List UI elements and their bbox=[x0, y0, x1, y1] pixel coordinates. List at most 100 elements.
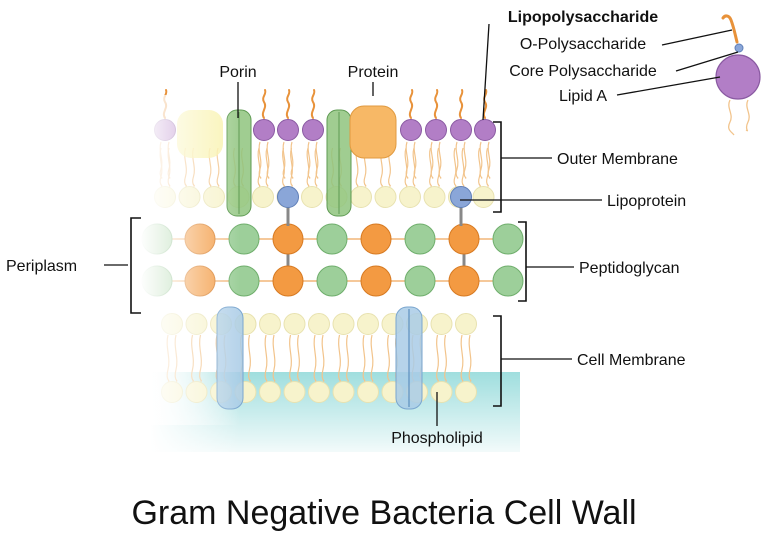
phospholipid-head bbox=[455, 313, 477, 335]
lipid-tail bbox=[362, 334, 366, 382]
lipid-tail bbox=[437, 147, 440, 187]
lipid-tail bbox=[355, 147, 359, 187]
lipoprotein bbox=[277, 186, 299, 208]
lipid-a-head bbox=[450, 119, 472, 141]
o-polysaccharide-chain bbox=[261, 89, 267, 119]
lipid-a-leader bbox=[616, 76, 721, 96]
o-polysaccharide-chain bbox=[433, 89, 439, 119]
lipid-tail bbox=[453, 147, 457, 187]
lipid-tail bbox=[306, 147, 310, 187]
nag-subunit bbox=[316, 265, 348, 297]
lipid-tail bbox=[438, 141, 442, 179]
phospholipid-head bbox=[308, 313, 330, 335]
phospholipid-head bbox=[472, 186, 495, 208]
peptidoglycan-layer bbox=[141, 186, 524, 297]
lipid-a-head bbox=[425, 119, 447, 141]
lps-leader bbox=[482, 23, 490, 121]
lipoprotein-label: Lipoprotein bbox=[607, 193, 686, 210]
cell-membrane-bracket bbox=[493, 315, 502, 407]
o-polysaccharide-leader bbox=[661, 29, 733, 46]
lipid-tail bbox=[297, 334, 300, 382]
lipid-tail bbox=[282, 141, 286, 179]
nag-subunit bbox=[492, 223, 524, 255]
phospholipid-label: Phospholipid bbox=[391, 430, 483, 447]
o-polysaccharide-chain bbox=[310, 89, 316, 119]
lipid-tail bbox=[321, 334, 325, 382]
peptidoglycan-label: Peptidoglycan bbox=[579, 260, 680, 277]
lipid-tail bbox=[338, 334, 341, 382]
phospholipid-head bbox=[301, 186, 323, 208]
lipopolysaccharide-label: Lipopolysaccharide bbox=[508, 9, 658, 26]
lipid-tail bbox=[444, 334, 447, 382]
lipid-tail bbox=[478, 147, 481, 187]
phospholipid-head bbox=[283, 381, 306, 403]
outer-membrane-label: Outer Membrane bbox=[557, 151, 678, 168]
lipid-tail bbox=[313, 334, 317, 382]
phospholipid-head bbox=[332, 313, 355, 335]
legend-lipid-tail bbox=[745, 99, 750, 132]
nag-subunit bbox=[492, 265, 524, 297]
legend-core-polysaccharide bbox=[734, 43, 744, 53]
phospholipid-head bbox=[374, 186, 397, 208]
nag-subunit bbox=[316, 223, 348, 255]
nam-subunit bbox=[360, 223, 392, 255]
phospholipid-head bbox=[455, 381, 477, 403]
nag-subunit bbox=[404, 223, 436, 255]
lipid-tail bbox=[429, 147, 432, 187]
phospholipid-head bbox=[357, 381, 379, 403]
nam-subunit bbox=[272, 223, 304, 255]
lipid-tail bbox=[265, 147, 269, 187]
diagram-title: Gram Negative Bacteria Cell Wall bbox=[131, 494, 636, 532]
outer-membrane-protein bbox=[349, 105, 397, 159]
phospholipid-head bbox=[357, 313, 379, 335]
left-fade bbox=[140, 95, 240, 425]
lipid-a-head bbox=[253, 119, 275, 141]
o-polysaccharide-chain bbox=[458, 89, 464, 119]
lipid-tail bbox=[479, 141, 483, 179]
lipid-tail bbox=[257, 147, 261, 187]
lipid-tail bbox=[289, 334, 292, 382]
phospholipid-head bbox=[430, 313, 453, 335]
core-polysaccharide-label: Core Polysaccharide bbox=[509, 63, 657, 80]
core-polysaccharide-leader bbox=[675, 51, 739, 72]
protein-label: Protein bbox=[348, 64, 399, 81]
lipid-tail bbox=[460, 334, 464, 382]
lipid-tail bbox=[412, 147, 416, 187]
lipid-tail bbox=[266, 141, 270, 179]
lipid-tail bbox=[468, 334, 472, 382]
lipid-tail bbox=[436, 334, 439, 382]
lipid-tail bbox=[307, 141, 311, 179]
lipid-tail bbox=[487, 141, 491, 179]
nam-subunit bbox=[272, 265, 304, 297]
lipid-tail bbox=[486, 147, 489, 187]
periplasm-label: Periplasm bbox=[6, 258, 77, 275]
outer-membrane-bracket bbox=[493, 121, 502, 213]
lipid-tail bbox=[455, 141, 459, 179]
phospholipid-head bbox=[430, 381, 453, 403]
lipid-tail bbox=[290, 141, 294, 179]
o-polysaccharide-chain bbox=[285, 89, 291, 119]
lipid-tail bbox=[314, 147, 318, 187]
lipid-tail bbox=[387, 334, 390, 382]
lipid-tail bbox=[346, 334, 349, 382]
lipid-tail bbox=[404, 147, 408, 187]
nam-subunit bbox=[448, 265, 480, 297]
phospholipid-head bbox=[259, 313, 281, 335]
lipopolysaccharide-layer bbox=[154, 89, 496, 141]
o-polysaccharide-chain bbox=[408, 89, 414, 119]
lipid-tail bbox=[315, 141, 319, 179]
lipid-tail bbox=[370, 334, 374, 382]
cell-membrane-label: Cell Membrane bbox=[577, 352, 686, 369]
phospholipid-head bbox=[332, 381, 355, 403]
lipid-a-head bbox=[474, 119, 496, 141]
lipid-a-label: Lipid A bbox=[559, 88, 607, 105]
lipid-tail bbox=[461, 147, 465, 187]
nam-subunit bbox=[448, 223, 480, 255]
phospholipid-head bbox=[259, 381, 281, 403]
lipid-tail bbox=[463, 141, 467, 179]
lipid-tail bbox=[430, 141, 434, 179]
phospholipid-head bbox=[252, 186, 274, 208]
lipid-tail bbox=[258, 141, 262, 179]
nag-subunit bbox=[404, 265, 436, 297]
